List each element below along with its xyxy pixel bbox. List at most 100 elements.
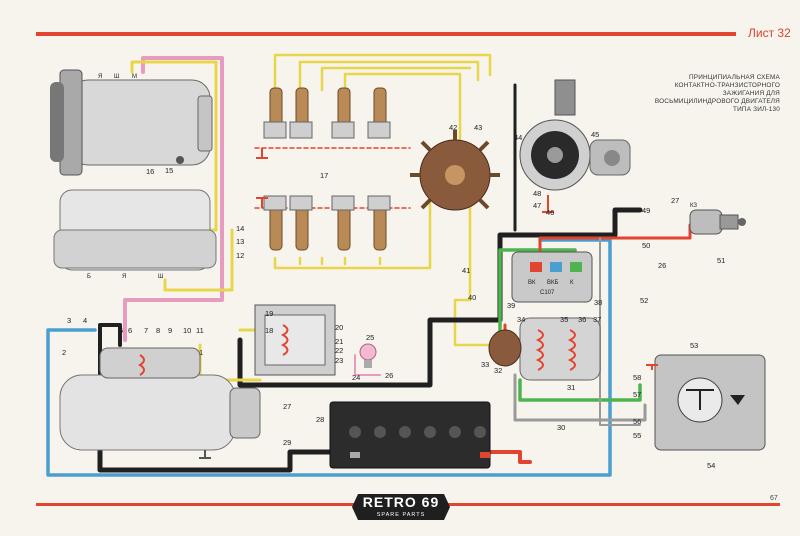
label-4: 4 (83, 316, 87, 325)
label-48: 48 (533, 189, 541, 198)
label-57: 57 (633, 390, 641, 399)
label-6: 6 (128, 326, 132, 335)
caption-line-4: ТИПА ЗИЛ-130 (733, 106, 780, 113)
transistor-switch: ВК ВКБ К С107 (511, 251, 593, 303)
label-58: 58 (633, 373, 641, 382)
header-rule (36, 32, 736, 36)
logo-text: RETRO 69 (362, 494, 440, 510)
label-9: 9 (168, 326, 172, 335)
retro69-logo-badge (352, 494, 450, 520)
label-23: 23 (335, 356, 343, 365)
label-46: 46 (546, 208, 554, 217)
label-32: 32 (494, 366, 502, 375)
label-14: 14 (236, 224, 244, 233)
diagram-caption: ПРИНЦИПИАЛЬНАЯ СХЕМА КОНТАКТНО-ТРАНЗИСТО… (640, 74, 780, 114)
label-47: 47 (533, 201, 541, 210)
spark-plug-bodies (263, 121, 391, 211)
label-56: 56 (633, 417, 641, 426)
wire-yellow-plugs-bottom (273, 198, 432, 270)
label-27-switch: 27 (671, 196, 679, 205)
relay (254, 304, 336, 376)
label-35: 35 (560, 315, 568, 324)
battery (329, 401, 491, 469)
wire-yellow-regulator-2 (163, 228, 234, 292)
label-26: 26 (385, 371, 393, 380)
label-11: 11 (196, 326, 204, 335)
gen-terminal-sh: Ш (114, 74, 120, 80)
label-28: 28 (316, 415, 324, 424)
label-50: 50 (642, 241, 650, 250)
label-33: 33 (481, 360, 489, 369)
reg-terminal-b: Б (87, 274, 91, 280)
wire-red-battery (483, 450, 532, 464)
wire-yellow-dist-coil (453, 198, 497, 347)
label-2: 2 (62, 348, 66, 357)
label-30: 30 (557, 423, 565, 432)
page-number: 67 (770, 495, 778, 502)
label-39: 39 (507, 301, 515, 310)
reg-terminal-sh: Ш (158, 274, 164, 280)
starter (59, 347, 261, 459)
transistor-unit (646, 354, 766, 451)
caption-line-2: КОНТАКТНО-ТРАНЗИСТОРНОГО ЗАЖИГАНИЯ ДЛЯ (674, 82, 780, 97)
label-34: 34 (517, 315, 525, 324)
label-15: 15 (165, 166, 173, 175)
generator: Я Ш М (50, 69, 213, 176)
label-53: 53 (690, 341, 698, 350)
wire-yellow-regulator-1 (130, 60, 218, 232)
ground-symbol-plugs-top (256, 148, 268, 159)
wire-gray-coil-amp (513, 373, 647, 422)
voltage-regulator: Б Я Ш (53, 189, 217, 280)
label-13: 13 (236, 237, 244, 246)
label-16: 16 (146, 167, 154, 176)
wires (46, 53, 692, 477)
label-5: 5 (119, 326, 123, 335)
wire-red-switch (538, 223, 692, 264)
ignition-coil (488, 317, 601, 381)
indicator-lamp (359, 343, 377, 368)
label-27: 27 (283, 402, 291, 411)
sheet-label: Лист 32 (748, 26, 791, 40)
distributor-cap (410, 130, 500, 211)
component-labels: 1 2 3 4 5 6 7 8 9 10 11 12 13 14 15 16 1… (62, 123, 725, 470)
label-51: 51 (717, 256, 725, 265)
label-42: 42 (449, 123, 457, 132)
label-49: 49 (642, 206, 650, 215)
gen-terminal-ya: Я (98, 74, 102, 80)
label-38: 38 (594, 298, 602, 307)
ground-symbol-plugs-bottom (256, 197, 268, 208)
label-25: 25 (366, 333, 374, 342)
label-52: 52 (640, 296, 648, 305)
sw-terminal-vk: ВК (528, 280, 536, 286)
label-21: 21 (335, 337, 343, 346)
label-8: 8 (156, 326, 160, 335)
sw-terminal-k: К (570, 280, 574, 286)
wire-blue (46, 238, 612, 477)
label-17: 17 (320, 171, 328, 180)
label-18: 18 (265, 326, 273, 335)
label-20: 20 (335, 323, 343, 332)
label-37: 37 (593, 315, 601, 324)
label-45: 45 (591, 130, 599, 139)
label-55: 55 (633, 431, 641, 440)
label-12: 12 (236, 251, 244, 260)
label-36: 36 (578, 315, 586, 324)
caption-line-3: ВОСЬМИЦИЛИНДРОВОГО ДВИГАТЕЛЯ (654, 98, 780, 105)
label-19: 19 (265, 309, 273, 318)
label-29: 29 (283, 438, 291, 447)
sw-code: С107 (540, 290, 555, 296)
wire-lamp (354, 354, 381, 376)
gen-terminal-m: М (132, 74, 137, 80)
label-7: 7 (144, 326, 148, 335)
label-1: 1 (199, 348, 203, 357)
label-40: 40 (468, 293, 476, 302)
label-31: 31 (567, 383, 575, 392)
label-3: 3 (67, 316, 71, 325)
spark-plugs (269, 87, 387, 251)
label-22: 22 (335, 346, 343, 355)
wire-gray-switch (599, 237, 641, 426)
label-43: 43 (474, 123, 482, 132)
label-41: 41 (462, 266, 470, 275)
ign-terminal-kz: КЗ (690, 203, 697, 209)
